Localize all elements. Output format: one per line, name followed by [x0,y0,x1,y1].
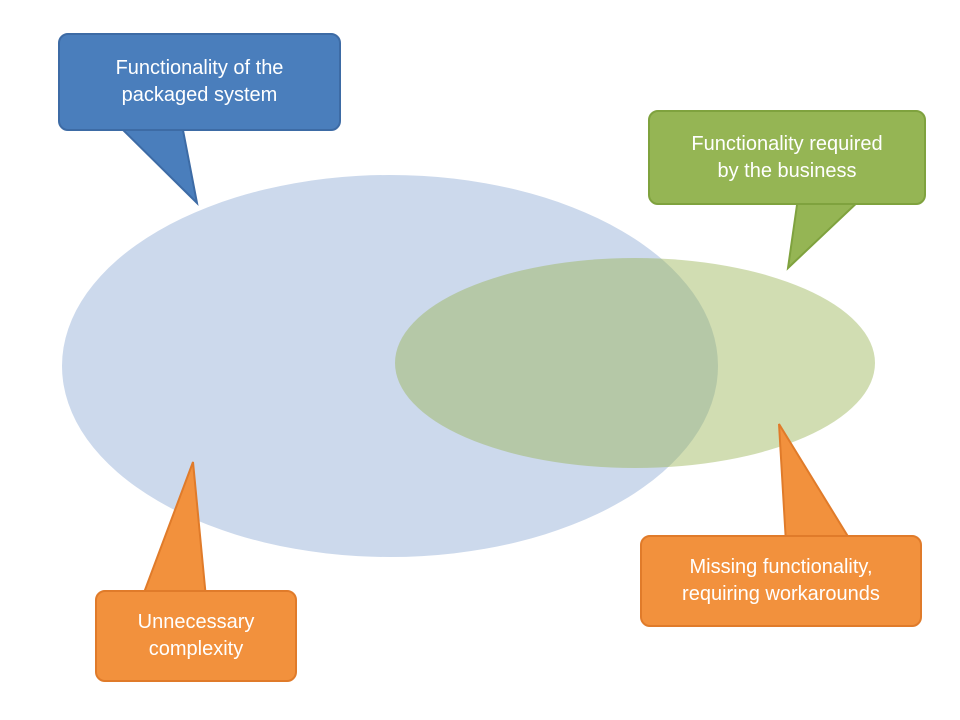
packaged-system-ellipse [62,175,718,557]
unnecessary-complexity-callout-label: Unnecessary complexity [137,611,255,660]
missing-callout-tail [778,423,854,544]
required-functionality-callout: Functionality required by the business [648,110,926,205]
unnecessary-complexity-callout: Unnecessary complexity [95,590,297,682]
required-callout-tail [786,197,865,271]
required-functionality-ellipse [395,258,875,468]
packaged-system-callout: Functionality of the packaged system [58,33,341,131]
packaged-system-callout-label: Functionality of the packaged system [115,57,284,106]
packaged-callout-tail [115,124,199,206]
missing-functionality-callout-label: Missing functionality, requiring workaro… [682,556,880,605]
missing-functionality-callout: Missing functionality, requiring workaro… [640,535,922,627]
required-functionality-callout-label: Functionality required by the business [691,132,883,182]
